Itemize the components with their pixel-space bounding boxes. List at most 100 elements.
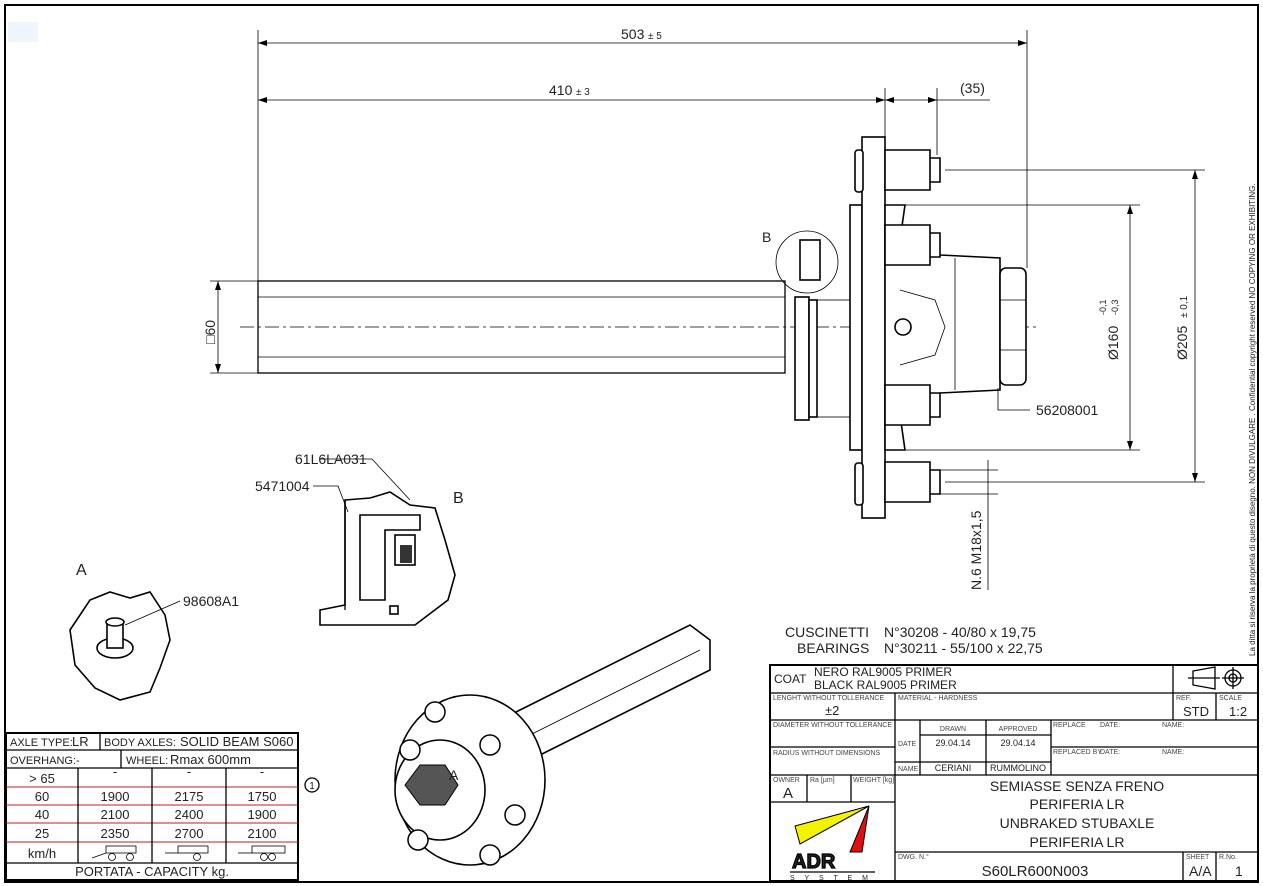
radius-label: RADIUS WITHOUT DIMENSIONS: [773, 750, 881, 757]
dwg-label: DWG. N.°: [898, 853, 929, 861]
axle-type-label: AXLE TYPE:: [10, 737, 73, 749]
tandem-axle-trailer-icon: [238, 845, 286, 861]
capacity-footer: PORTATA - CAPACITY kg.: [75, 864, 229, 879]
date-label: DATE: [898, 741, 916, 748]
capacity-table: AXLE TYPE: LR BODY AXLES: SOLID BEAM S06…: [5, 732, 320, 881]
drawn-label: DRAWN: [940, 726, 966, 733]
ref-value: STD: [1183, 704, 1209, 719]
ref-label: REF.: [1176, 695, 1191, 702]
capacity-cell: -: [113, 764, 117, 779]
hub-cap: [999, 267, 1027, 386]
dim-spigot-diameter: Ø160: [1105, 326, 1121, 360]
detail-a-view: A 98608A1: [69, 562, 239, 701]
scale-label: SCALE: [1219, 695, 1242, 702]
drawn-name: CERIANI: [935, 763, 972, 773]
title-line-1: SEMIASSE SENZA FRENO: [990, 778, 1164, 794]
logo-text: ADR: [792, 851, 836, 873]
replace-label: REPLACE: [1053, 722, 1086, 729]
bearings-note: CUSCINETTI BEARINGS N°30208 - 40/80 x 19…: [785, 624, 1043, 656]
approved-label: APPROVED: [999, 726, 1038, 733]
detail-b-circle: [775, 230, 839, 294]
dim-stud-length: (35): [960, 80, 985, 96]
dim-shaft-length: 410: [549, 82, 573, 98]
wheel-nuts: [884, 149, 941, 503]
axle-type-value: LR: [72, 734, 89, 749]
dim-shaft-tol: ± 3: [576, 87, 590, 98]
drawn-date: 29.04.14: [935, 738, 970, 748]
bearing-spec-1: N°30208 - 40/80 x 19,75: [884, 624, 1036, 640]
bearing-spec-2: N°30211 - 55/100 x 22,75: [884, 640, 1043, 656]
overhang-label: OVERHANG:: [10, 755, 76, 767]
corner-mark: [8, 22, 38, 42]
approved-date: 29.04.14: [1000, 738, 1035, 748]
capacity-cell: 1750: [248, 789, 277, 804]
adr-system-logo: ADR S Y S T E M: [790, 805, 875, 882]
coat-en: BLACK RAL9005 PRIMER: [814, 678, 957, 692]
material-label: MATERIAL - HARDNESS: [898, 695, 978, 702]
ra-label: Ra [µm]: [810, 777, 835, 784]
dim-overall-length: 503: [621, 26, 645, 42]
dim-spigot-tol-lower: -0,3: [1110, 299, 1120, 315]
rev-value: 1: [1235, 863, 1243, 879]
first-angle-projection-icon: [1188, 666, 1244, 690]
detail-b-title: B: [453, 490, 464, 507]
coat-label: COAT: [774, 672, 807, 686]
capacity-cell: 2100: [248, 826, 277, 841]
capacity-cell: -: [260, 764, 264, 779]
capacity-cell: 1900: [248, 807, 277, 822]
callout-seal: 61L6LA031: [295, 451, 367, 467]
weight-label: WEIGHT [kg]: [853, 777, 894, 784]
note-marker: 1: [309, 781, 315, 792]
detail-b-marker: B: [762, 229, 771, 245]
main-side-view: B: [240, 136, 1040, 519]
rev-label: R.No.: [1219, 854, 1237, 861]
name-label: NAME: [898, 766, 919, 773]
single-axle-trailer-icon: [165, 845, 209, 861]
bearings-label-it: CUSCINETTI: [785, 624, 869, 640]
speed-cell: 60: [35, 789, 49, 804]
overhang-value: -: [76, 755, 80, 767]
dim-studs: N.6 M18x1,5: [968, 510, 984, 590]
title-line-4: PERIFERIA LR: [1030, 834, 1125, 850]
wheel-value: Rmax 600mm: [170, 752, 251, 767]
title-line-2: PERIFERIA LR: [1030, 796, 1125, 812]
dim-pcd-tol: ± 0,1: [1179, 295, 1190, 318]
speed-unit: km/h: [28, 846, 56, 861]
body-axles-value: SOLID BEAM S060: [180, 734, 293, 749]
copyright-notice: La ditta si riserva la proprietà di ques…: [1248, 183, 1257, 656]
capacity-cell: 2175: [175, 789, 204, 804]
replaced-by-label: REPLACED BY: [1053, 749, 1102, 756]
scale-value: 1:2: [1229, 704, 1247, 719]
sheet-value: A/A: [1189, 863, 1212, 879]
dim-square-section: □60: [202, 320, 218, 344]
dwg-number: S60LR600N003: [982, 863, 1089, 880]
callout-hub-cap: 56208001: [1036, 402, 1099, 418]
detail-a-title: A: [76, 562, 87, 579]
dim-pcd-diameter: Ø205: [1174, 326, 1190, 360]
dim-spigot-tol-upper: -0,1: [1098, 299, 1108, 315]
iso-detail-a-marker: A: [449, 767, 459, 783]
speed-cell: 40: [35, 807, 49, 822]
drawing-frame: [4, 4, 1259, 883]
title-block: COAT NERO RAL9005 PRIMER BLACK RAL9005 P…: [769, 664, 1259, 882]
coat-it: NERO RAL9005 PRIMER: [814, 665, 952, 679]
length-tol-label: LENGHT WITHOUT TOLLERANCE: [773, 695, 884, 702]
title-line-3: UNBRAKED STUBAXLE: [1000, 815, 1155, 831]
grease-nipple: [894, 318, 912, 336]
dim-overall-tol: ± 5: [648, 31, 662, 42]
approved-name: RUMMOLINO: [990, 763, 1046, 773]
wheel-flange: [861, 136, 886, 519]
replaced-by-date-label: DATE:: [1100, 749, 1120, 756]
length-tol-value: ±2: [825, 703, 839, 718]
sheet-label: SHEET: [1186, 854, 1210, 861]
capacity-cell: -: [187, 764, 191, 779]
capacity-cell: 2100: [101, 807, 130, 822]
logo-subtext: S Y S T E M: [790, 875, 872, 882]
diameter-tol-label: DIAMETER WITHOUT TOLLERANCE: [773, 722, 892, 729]
capacity-cell: 2400: [175, 807, 204, 822]
owner-label: OWNER: [773, 777, 800, 784]
body-axles-label: BODY AXLES:: [104, 737, 176, 749]
callout-bearing-ring: 5471004: [255, 478, 310, 494]
drawbar-trailer-icon: [91, 845, 137, 861]
